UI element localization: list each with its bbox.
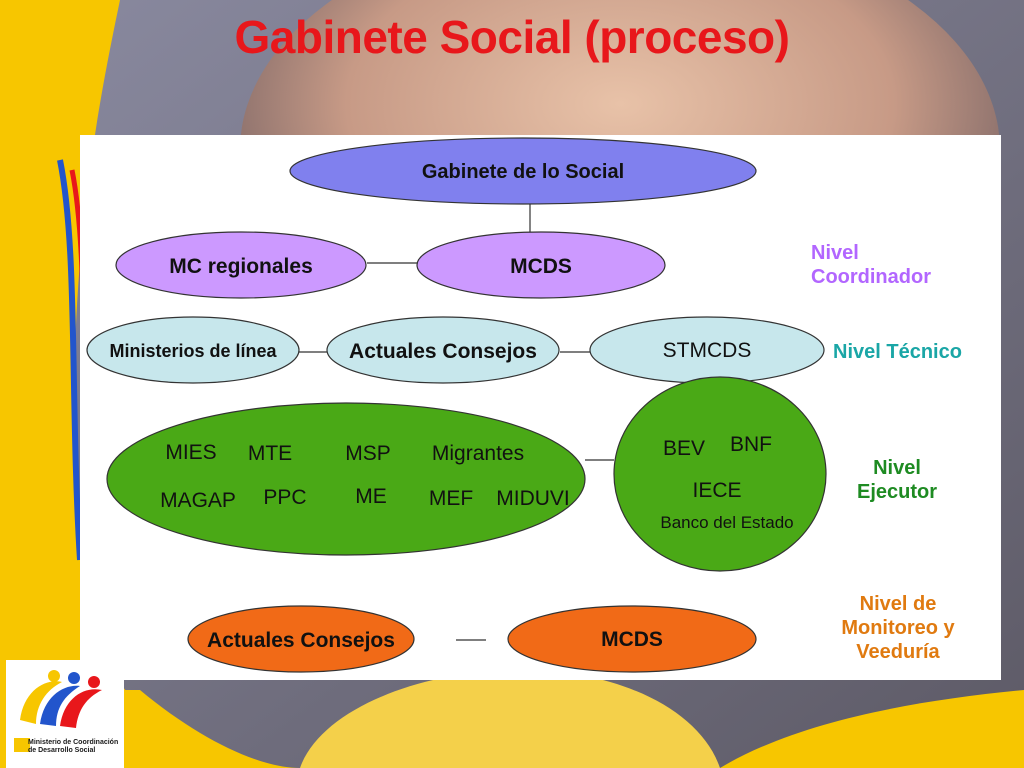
node-gabinete: Gabinete de lo Social [422,161,624,183]
node-mcds: MCDS [510,255,572,278]
level-monitoreo-line3: Veeduría [856,641,940,663]
oval-ejecutor-group [106,402,586,556]
oval-monitoreo-consejos [187,605,415,673]
oval-actuales-consejos [326,316,560,384]
node-banco: Banco del Estado [660,513,793,532]
oval-mc-regionales [115,231,367,299]
node-me: ME [355,485,387,508]
node-ppc: PPC [263,486,306,509]
coat-of-arms-icon [14,738,30,752]
oval-mcds [416,231,666,299]
node-bnf: BNF [730,433,772,456]
oval-monitoreo-mcds [507,605,757,673]
node-mef: MEF [429,487,473,510]
ministry-name-line1: Ministerio de Coordinación [28,739,119,746]
node-mc-regionales: MC regionales [169,255,313,278]
node-mte: MTE [248,442,292,465]
node-iece: IECE [692,479,741,502]
level-ejecutor-line1: Nivel [873,457,921,479]
level-ejecutor-line2: Ejecutor [857,481,938,503]
node-stmcds: STMCDS [663,339,752,362]
node-monitoreo-consejos: Actuales Consejos [207,629,395,652]
node-magap: MAGAP [160,489,236,512]
level-ejecutor: Nivel Ejecutor [857,456,937,504]
node-migrantes: Migrantes [432,442,524,465]
node-bev: BEV [663,437,705,460]
node-ministerios: Ministerios de línea [109,341,277,361]
oval-gabinete [289,137,757,205]
level-monitoreo-line2: Monitoreo y [841,617,955,639]
oval-bank-group [613,376,827,572]
level-coordinador-line2: Coordinador [811,266,931,288]
level-monitoreo-line1: Nivel de [859,593,937,615]
node-monitoreo-mcds: MCDS [601,628,663,651]
ministry-name: Ministerio de Coordinación de Desarrollo… [28,739,118,755]
ministry-name-line2: de Desarrollo Social [28,747,96,754]
level-tecnico: Nivel Técnico [833,341,962,363]
node-mies: MIES [165,441,216,464]
ministry-logo [6,660,124,768]
node-actuales-consejos: Actuales Consejos [349,340,537,363]
node-msp: MSP [345,442,391,465]
level-monitoreo: Nivel de Monitoreo y Veeduría [828,592,968,664]
page-title: Gabinete Social (proceso) [234,11,790,63]
diagram-panel [80,135,1001,680]
oval-ministerios [86,316,300,384]
org-diagram: Gabinete de lo Social MC regionales MCDS… [86,137,827,673]
node-miduvi: MIDUVI [496,487,570,510]
level-coordinador-line1: Nivel [811,242,859,264]
level-coordinador: Nivel Coordinador [811,241,931,289]
